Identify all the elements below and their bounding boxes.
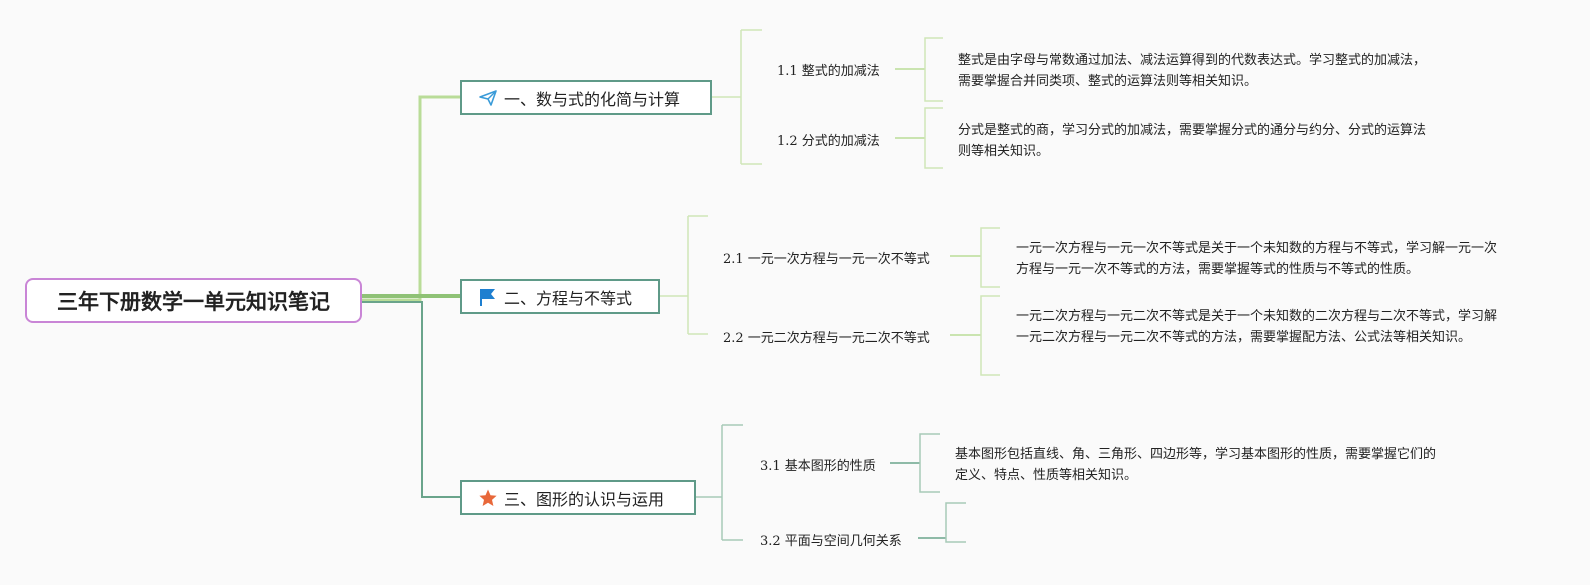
connector-branch1-subs — [712, 29, 762, 165]
star-icon — [478, 488, 498, 508]
detail-1-1: 整式是由字母与常数通过加法、减法运算得到的代数表达式。学习整式的加减法，需要掌握… — [958, 53, 1427, 89]
subtopic-3-1[interactable]: 3.1 基本图形的性质 — [760, 459, 876, 474]
branch-title: 二、方程与不等式 — [504, 288, 633, 308]
detail-2-1: 一元一次方程与一元一次不等式是关于一个未知数的方程与不等式，学习解一元一次方程与… — [1016, 241, 1498, 277]
branch-topic-2[interactable]: 二、方程与不等式 — [460, 279, 660, 314]
flag-icon — [478, 287, 498, 307]
connector-b1s2-bracket — [924, 107, 943, 169]
connector-branch2-subs — [660, 215, 708, 335]
root-title: 三年下册数学一单元知识笔记 — [57, 289, 330, 314]
connector-branch3-subs — [696, 424, 743, 541]
subtopic-2-1[interactable]: 2.1 一元一次方程与一元一次不等式 — [723, 252, 930, 267]
subtopic-1-2[interactable]: 1.2 分式的加减法 — [777, 134, 880, 149]
subtopic-3-2[interactable]: 3.2 平面与空间几何关系 — [760, 534, 902, 549]
subtopic-1-1[interactable]: 1.1 整式的加减法 — [777, 64, 880, 79]
subtopic-2-2[interactable]: 2.2 一元二次方程与一元二次不等式 — [723, 331, 930, 346]
connector-b3s1-bracket — [919, 433, 940, 493]
paper-plane-icon — [478, 88, 498, 108]
connector-b3s2-bracket — [945, 502, 966, 543]
connector-root-branch1 — [362, 95, 460, 302]
connector-b2s1-bracket — [980, 227, 1000, 288]
detail-1-2: 分式是整式的商，学习分式的加减法，需要掌握分式的通分与约分、分式的运算法则等相关… — [958, 123, 1427, 159]
branch-topic-3[interactable]: 三、图形的认识与运用 — [460, 480, 696, 515]
detail-3-1: 基本图形包括直线、角、三角形、四边形等，学习基本图形的性质，需要掌握它们的定义、… — [955, 447, 1437, 483]
branch-title: 一、数与式的化简与计算 — [504, 89, 681, 109]
detail-2-2: 一元二次方程与一元二次不等式是关于一个未知数的二次方程与二次不等式，学习解一元二… — [1016, 309, 1498, 345]
connector-root-branch3 — [362, 301, 460, 498]
connector-b1s1-bracket — [924, 37, 943, 102]
branch-title: 三、图形的认识与运用 — [504, 489, 665, 509]
branch-topic-1[interactable]: 一、数与式的化简与计算 — [460, 80, 712, 115]
connector-b2s2-bracket — [980, 295, 1000, 376]
root-topic[interactable]: 三年下册数学一单元知识笔记 — [25, 278, 362, 323]
